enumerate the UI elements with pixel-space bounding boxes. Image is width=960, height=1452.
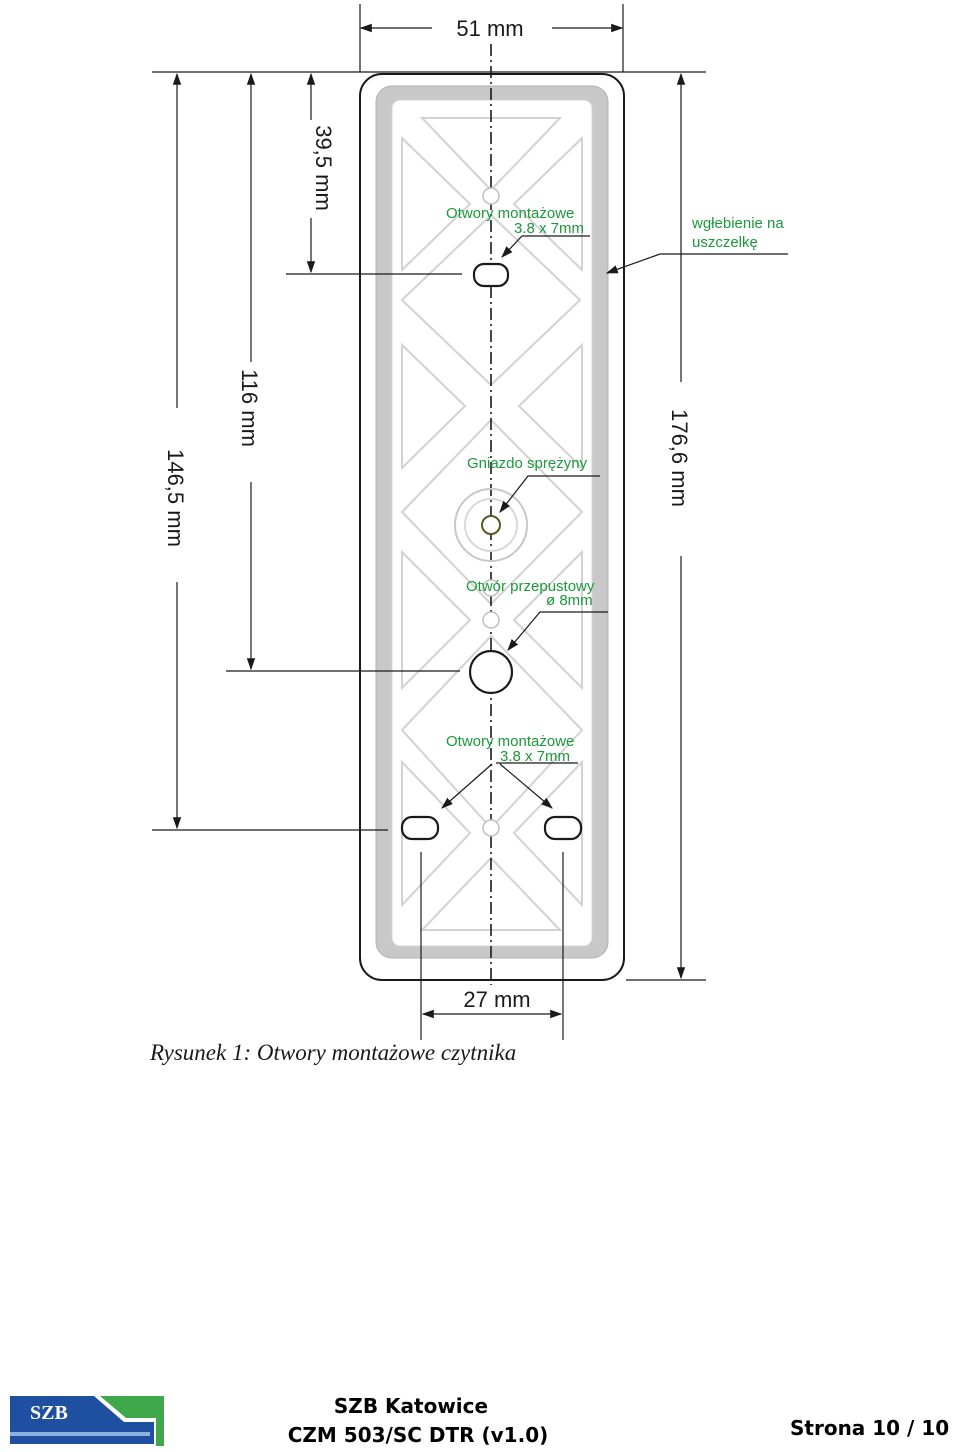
- mounting-drawing: 51 mm 27 mm 39,5 mm 116 mm 146,5 mm 176,…: [152, 4, 788, 1040]
- mount-slot-bottom-left: [400, 815, 440, 841]
- label-gasket-2: uszczelkę: [692, 234, 758, 251]
- label-mount-top-2: 3.8 x 7mm: [514, 220, 584, 237]
- extension-lines: [152, 4, 706, 1040]
- dim-146-5: 146,5 mm: [163, 449, 188, 547]
- guide-holes: [482, 187, 500, 837]
- spring-socket-ring: [464, 498, 518, 552]
- label-gasket-1: wgłebienie na: [691, 215, 784, 232]
- label-passage-1: Otwór przepustowy: [466, 578, 595, 595]
- footer-document-id: CZM 503/SC DTR (v1.0): [287, 1423, 549, 1447]
- passage-hole: [468, 649, 514, 695]
- label-mount-top-1: Otwory montażowe: [446, 205, 574, 222]
- spring-socket: [481, 515, 501, 535]
- footer-page-number: Strona 10 / 10: [790, 1416, 950, 1440]
- footer-company: SZB Katowice: [333, 1394, 489, 1418]
- dim-176-6: 176,6 mm: [667, 409, 692, 507]
- logo-text: SZB: [30, 1402, 68, 1424]
- szb-logo: SZB: [4, 1392, 166, 1448]
- figure-caption: Rysunek 1: Otwory montażowe czytnika: [150, 1040, 517, 1065]
- dim-width-51: 51 mm: [456, 16, 523, 41]
- mount-slot-bottom-right: [543, 815, 583, 841]
- spring-socket-outer: [454, 488, 528, 562]
- label-mount-bottom-2: 3.8 x 7mm: [500, 748, 570, 765]
- label-mount-bottom-1: Otwory montażowe: [446, 733, 574, 750]
- dimension-lines: [172, 23, 686, 1019]
- label-spring: Gniazdo sprężyny: [467, 455, 588, 472]
- label-passage-2: ø 8mm: [546, 592, 593, 609]
- dim-116: 116 mm: [237, 369, 262, 447]
- dim-hole-spacing-27: 27 mm: [463, 987, 530, 1012]
- dim-39-5: 39,5 mm: [311, 125, 336, 211]
- mount-slot-top: [472, 262, 510, 288]
- leader-lines: [441, 235, 788, 809]
